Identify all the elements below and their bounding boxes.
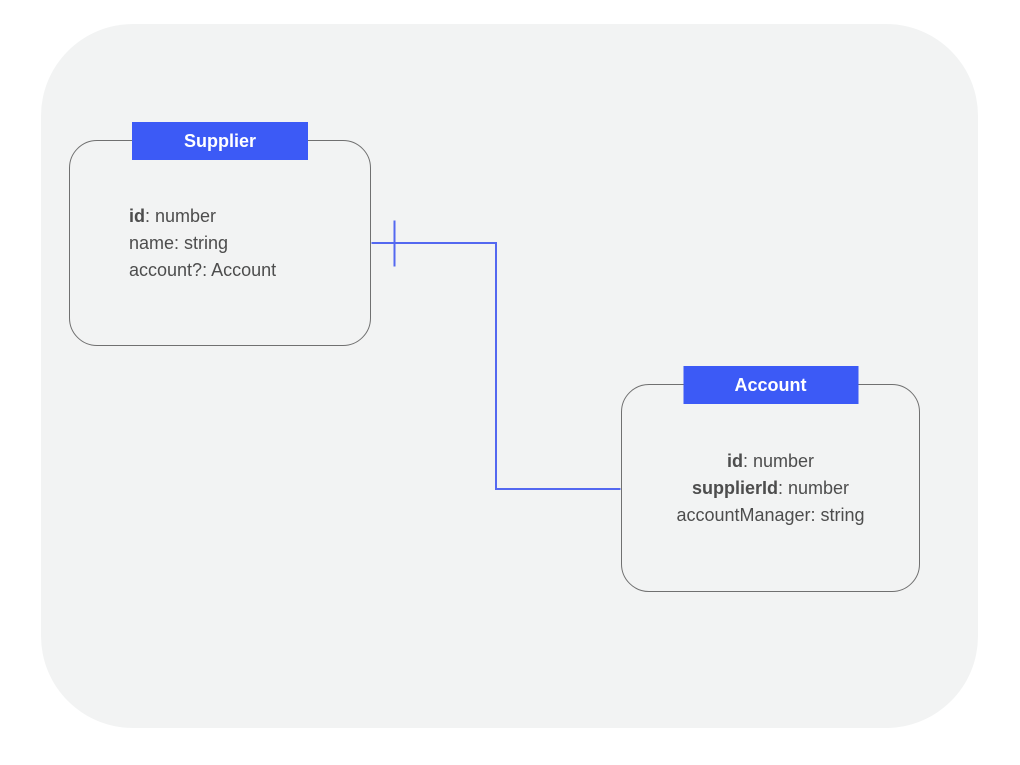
field-line: id: number [129,203,370,230]
entity-supplier-title: Supplier [183,130,256,151]
field-line: accountManager: string [622,502,919,529]
field-name: accountManager [676,505,811,525]
field-type: : number [777,478,850,498]
entity-account-title: Account [734,374,807,395]
field-name: id [129,206,145,226]
field-line: name: string [129,230,370,257]
field-name: id [726,451,743,471]
field-name: name [129,233,175,253]
field-type: : string [174,233,229,253]
field-name: account? [129,260,203,280]
field-type: : number [742,451,815,471]
field-type: : number [145,206,217,226]
field-line: account?: Account [129,257,370,284]
entity-supplier-header: Supplier [132,122,308,160]
field-type: : string [810,505,865,525]
field-type: : Account [202,260,277,280]
field-line: supplierId: number [622,475,919,502]
field-name: supplierId [691,478,778,498]
entity-account-header: Account [683,366,858,404]
field-line: id: number [622,448,919,475]
